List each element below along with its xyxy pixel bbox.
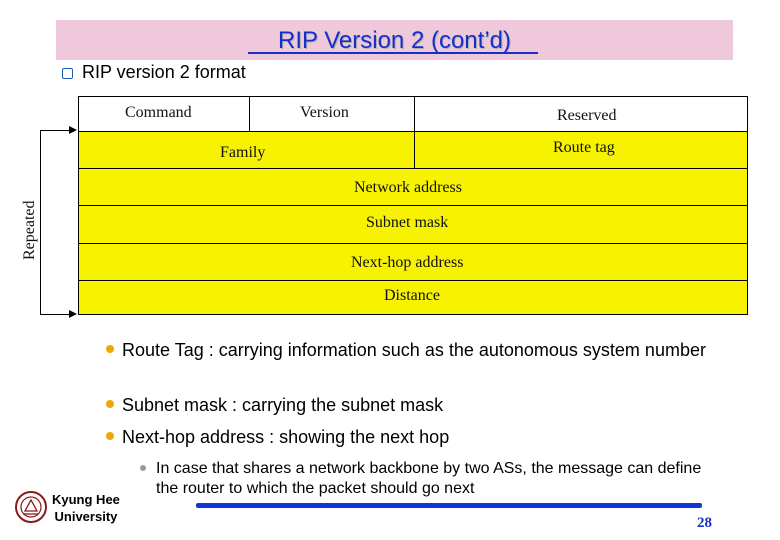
version-label: Version: [300, 104, 349, 121]
bullet-next-hop-text: Next-hop address : showing the next hop: [122, 427, 450, 447]
family-row: Family Route tag: [79, 131, 747, 168]
network-address-label: Network address: [354, 179, 462, 196]
bullet-next-hop: Next-hop address : showing the next hop: [106, 427, 726, 448]
bullet-dot-icon: [106, 432, 114, 440]
bullet-dot-icon: [106, 400, 114, 408]
header-row: Command Version Reserved: [79, 97, 747, 131]
route-tag-cell: Route tag: [414, 132, 748, 168]
arrow-right-icon: [69, 310, 77, 318]
bullet-subnet-mask-text: Subnet mask : carrying the subnet mask: [122, 395, 444, 415]
family-label: Family: [220, 144, 266, 161]
subtitle-text: RIP version 2 format: [82, 62, 246, 82]
repeated-label: Repeated: [21, 200, 38, 260]
reserved-label: Reserved: [557, 107, 617, 124]
command-label: Command: [125, 104, 192, 121]
slide-title: RIP Version 2 (cont’d): [277, 27, 511, 54]
bullet-route-tag-text: Route Tag : carrying information such as…: [122, 340, 706, 360]
footer-accent-bar: [196, 503, 702, 508]
next-hop-label: Next-hop address: [351, 254, 464, 271]
university-name: Kyung Hee University: [52, 491, 120, 525]
subnet-mask-label: Subnet mask: [366, 214, 449, 231]
version-cell: Version: [249, 97, 415, 131]
title-bar: RIP Version 2 (cont’d): [56, 20, 733, 60]
bullet-dot-icon: [106, 345, 114, 353]
distance-row: Distance: [79, 280, 747, 314]
subtitle: RIP version 2 format: [62, 62, 246, 83]
square-bullet-icon: [62, 68, 73, 79]
next-hop-row: Next-hop address: [79, 243, 747, 280]
rip-format-table: Command Version Reserved Family Route ta…: [78, 96, 748, 315]
title-underline: [248, 52, 538, 54]
reserved-cell: Reserved: [414, 97, 748, 131]
repeated-bracket: [40, 130, 41, 314]
network-address-row: Network address: [79, 168, 747, 205]
distance-label: Distance: [384, 287, 440, 304]
route-tag-label: Route tag: [553, 139, 615, 156]
subnet-mask-row: Subnet mask: [79, 205, 747, 243]
bracket-top-line: [40, 130, 70, 131]
university-line2: University: [54, 509, 118, 524]
sub-bullet-dot-icon: [140, 465, 146, 471]
bracket-bottom-line: [40, 314, 70, 315]
family-cell: Family: [79, 132, 414, 168]
command-cell: Command: [79, 97, 249, 131]
university-line1: Kyung Hee: [52, 492, 120, 507]
university-seal-icon: [15, 491, 47, 523]
bullet-subnet-mask: Subnet mask : carrying the subnet mask: [106, 395, 726, 416]
arrow-right-icon: [69, 126, 77, 134]
bullet-route-tag: Route Tag : carrying information such as…: [106, 340, 726, 361]
sub-bullet-text: In case that shares a network backbone b…: [156, 460, 702, 497]
page-number: 28: [697, 515, 712, 531]
